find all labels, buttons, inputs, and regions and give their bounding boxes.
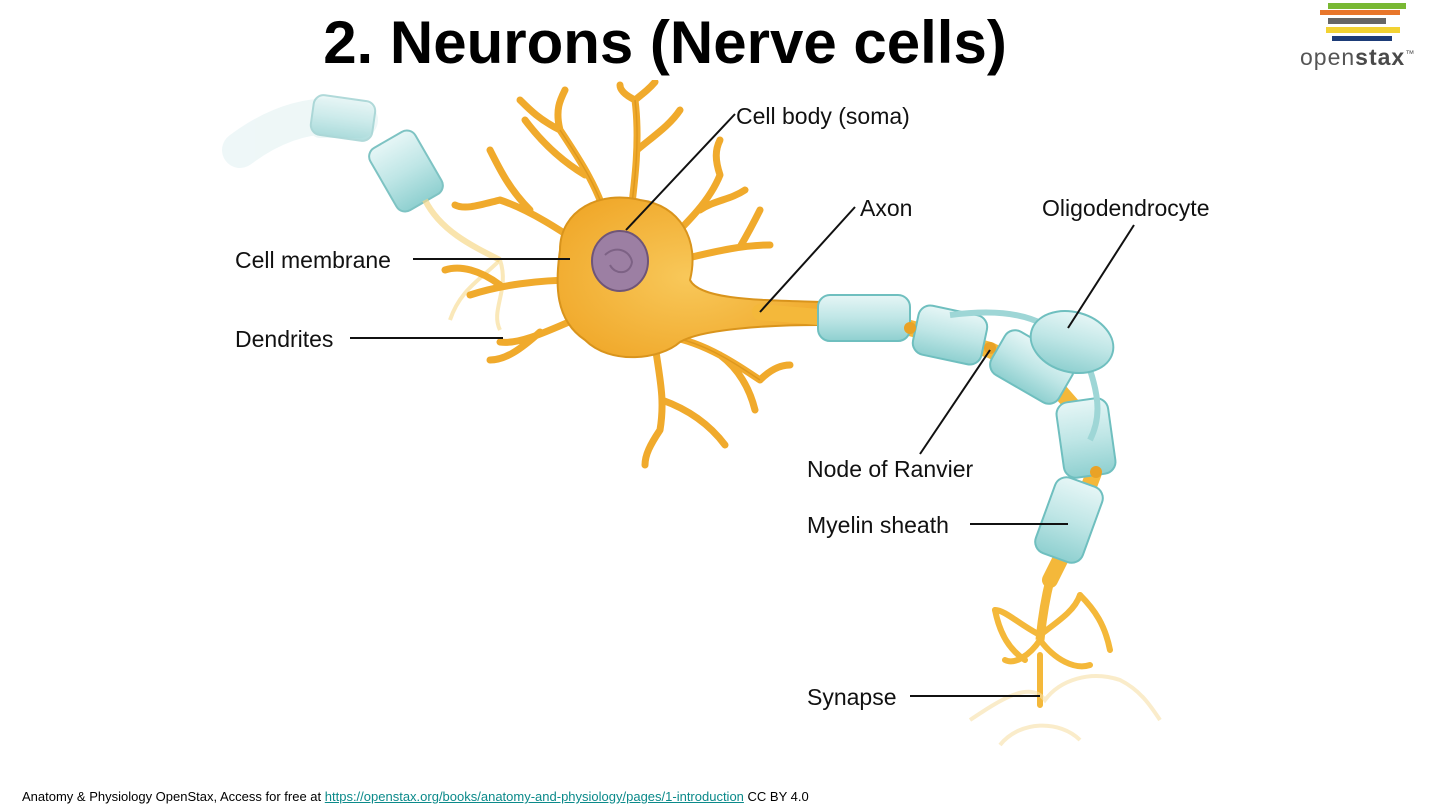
label-cell-body: Cell body (soma) — [736, 103, 910, 129]
faded-postsynaptic-branches — [968, 674, 1162, 747]
nodes-of-ranvier — [904, 322, 1102, 478]
label-axon: Axon — [860, 195, 912, 221]
myelin-segments — [817, 294, 1117, 564]
label-node-of-ranvier: Node of Ranvier — [807, 456, 974, 482]
nucleus — [591, 230, 649, 292]
logo-bar-orange — [1320, 10, 1400, 15]
footer-prefix: Anatomy & Physiology OpenStax, Access fo… — [22, 789, 325, 804]
neuron-diagram: Cell body (soma) Axon Oligodendrocyte Ce… — [222, 80, 1210, 747]
logo-wordmark: openstax™ — [1300, 44, 1415, 71]
axon-terminals — [992, 592, 1113, 708]
logo-bar-green — [1328, 3, 1406, 9]
logo-bar-navy — [1332, 36, 1392, 41]
upper-left-axon-segment — [309, 94, 505, 331]
oligodendrocyte — [949, 309, 1115, 442]
label-myelin-sheath: Myelin sheath — [807, 512, 949, 538]
nucleolus-detail — [604, 248, 634, 274]
logo-trademark: ™ — [1405, 48, 1416, 59]
openstax-book-link[interactable]: https://openstax.org/books/anatomy-and-p… — [324, 789, 744, 804]
footer-license: CC BY 4.0 — [743, 789, 809, 804]
label-oligodendrocyte: Oligodendrocyte — [1042, 195, 1210, 221]
logo-bar-yellow — [1326, 27, 1400, 33]
attribution-footer: Anatomy & Physiology OpenStax, Access fo… — [22, 789, 809, 804]
logo-bar-gray — [1328, 18, 1386, 24]
label-cell-membrane: Cell membrane — [235, 247, 391, 273]
openstax-logo — [1320, 3, 1406, 41]
logo-word-open: open — [1300, 44, 1356, 70]
label-dendrites: Dendrites — [235, 326, 333, 352]
leader-lines — [350, 113, 1135, 697]
slide-title: 2. Neurons (Nerve cells) — [323, 9, 1007, 76]
label-synapse: Synapse — [807, 684, 897, 710]
logo-word-stax: stax — [1355, 44, 1406, 70]
